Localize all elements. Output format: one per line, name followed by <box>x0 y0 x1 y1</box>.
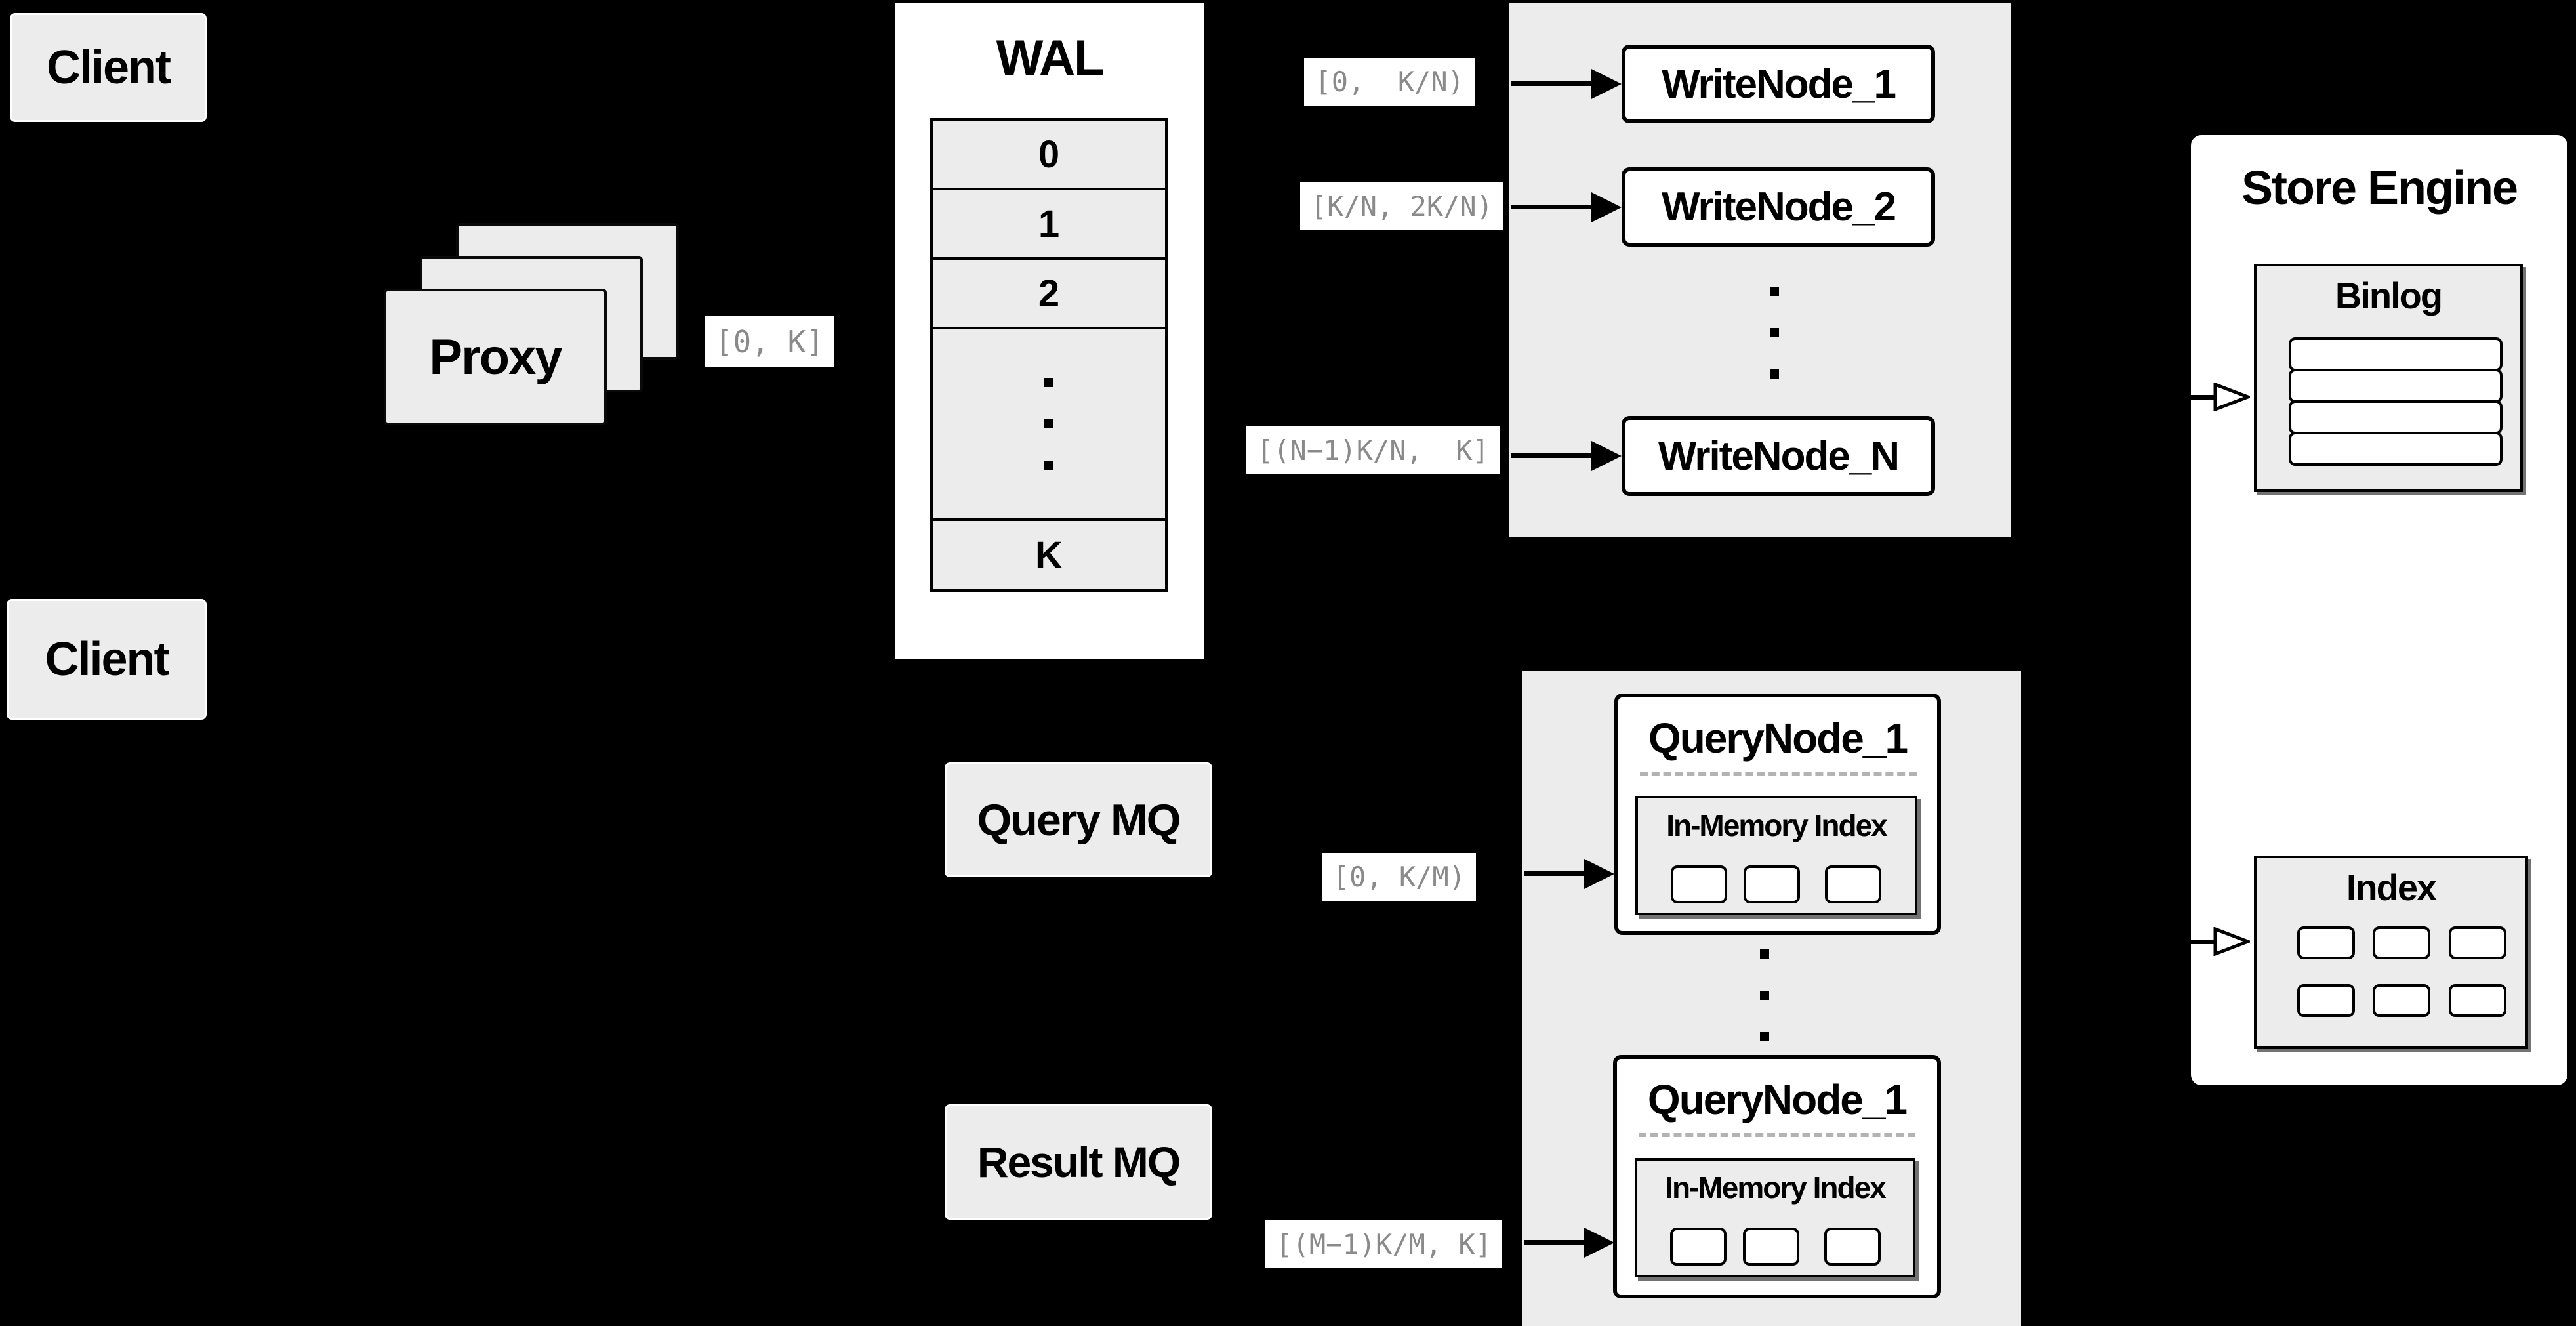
memory-segment-chip <box>1744 865 1800 903</box>
range-label-proxy-to-wal: [0, K] <box>704 316 834 367</box>
arrow-right-icon <box>1591 441 1622 471</box>
binlog-box: Binlog <box>2254 264 2523 492</box>
index-cell <box>2449 926 2506 959</box>
store-engine-title: Store Engine <box>2241 162 2518 215</box>
range-label-querynode-bottom: [(M−1)K/M, K] <box>1265 1220 1502 1268</box>
query-mq-label: Query MQ <box>977 795 1181 845</box>
query-node-top-title: QueryNode_1 <box>1648 715 1908 762</box>
index-cell <box>2373 984 2430 1017</box>
binlog-title: Binlog <box>2335 275 2443 316</box>
proxy-label: Proxy <box>429 329 562 385</box>
index-cell <box>2449 984 2506 1017</box>
arrow-line <box>1524 871 1587 876</box>
wal-segment-0-label: 0 <box>1038 133 1060 176</box>
arrow-right-icon <box>1591 192 1622 222</box>
in-memory-index-box-top: In-Memory Index <box>1635 796 1917 915</box>
range-label-writenode-1: [0, K/N) <box>1304 58 1475 106</box>
index-cell <box>2297 926 2355 959</box>
client-box-bottom: Client <box>7 599 207 720</box>
binlog-row <box>2289 400 2503 434</box>
write-node-2-label: WriteNode_2 <box>1662 184 1896 230</box>
store-engine-panel: Store Engine Binlog Index <box>2187 131 2571 1089</box>
range-label-writenode-n: [(N−1)K/N, K] <box>1246 426 1500 474</box>
result-mq-label: Result MQ <box>977 1138 1181 1186</box>
open-arrow-right-icon <box>2213 383 2250 411</box>
arrow-line <box>1524 1240 1587 1245</box>
in-memory-index-title-bottom: In-Memory Index <box>1665 1171 1887 1205</box>
index-box: Index <box>2254 856 2528 1049</box>
write-node-n-label: WriteNode_N <box>1658 433 1900 479</box>
write-node-2-box: WriteNode_2 <box>1622 167 1935 247</box>
dashed-divider <box>1639 1133 1915 1137</box>
range-label-writenode-2: [K/N, 2K/N) <box>1299 182 1503 230</box>
wal-segment-2-label: 2 <box>1038 272 1060 315</box>
query-mq-box: Query MQ <box>945 762 1212 877</box>
vertical-ellipsis-icon <box>1044 378 1053 470</box>
index-cell <box>2297 984 2355 1017</box>
proxy-box-front: Proxy <box>384 289 607 425</box>
wal-panel: WAL 0 1 2 K <box>895 3 1204 659</box>
index-title: Index <box>2346 867 2437 908</box>
result-mq-box: Result MQ <box>945 1104 1212 1220</box>
in-memory-index-box-bottom: In-Memory Index <box>1635 1158 1915 1277</box>
in-memory-index-title-top: In-Memory Index <box>1666 808 1888 842</box>
write-node-n-box: WriteNode_N <box>1622 416 1935 496</box>
memory-segment-chip <box>1671 865 1727 903</box>
index-cell <box>2373 926 2430 959</box>
wal-segment-row-0: 0 <box>933 121 1165 190</box>
memory-segment-chip <box>1743 1228 1799 1266</box>
client-box-top: Client <box>10 13 207 122</box>
wal-segment-1-label: 1 <box>1038 202 1060 245</box>
binlog-row <box>2289 337 2503 371</box>
memory-segment-chip <box>1824 1228 1881 1266</box>
wal-segment-k-label: K <box>1035 533 1063 577</box>
arrow-right-icon <box>1584 859 1614 889</box>
arrow-right-icon <box>1584 1228 1614 1258</box>
client-bottom-label: Client <box>45 633 169 686</box>
arrow-line <box>2188 940 2217 944</box>
write-node-1-box: WriteNode_1 <box>1622 45 1935 123</box>
binlog-row <box>2289 432 2503 466</box>
arrow-line <box>2188 395 2217 400</box>
binlog-row <box>2289 369 2503 403</box>
arrow-right-icon <box>1591 69 1622 99</box>
vertical-ellipsis-icon <box>1760 949 1769 1041</box>
query-node-bottom-title: QueryNode_1 <box>1647 1076 1908 1123</box>
arrow-line <box>1511 205 1593 209</box>
range-label-querynode-top: [0, K/M) <box>1322 853 1476 901</box>
wal-title: WAL <box>996 30 1105 86</box>
wal-segment-row-1: 1 <box>933 190 1165 260</box>
wal-segment-row-k: K <box>933 521 1165 589</box>
open-arrow-right-icon <box>2213 927 2250 956</box>
wal-segment-row-ellipsis <box>933 329 1165 521</box>
dashed-divider <box>1640 772 1917 776</box>
memory-segment-chip <box>1670 1228 1727 1266</box>
memory-segment-chip <box>1825 865 1881 903</box>
write-node-1-label: WriteNode_1 <box>1662 61 1896 107</box>
vertical-ellipsis-icon <box>1770 287 1779 379</box>
arrow-line <box>1511 81 1593 86</box>
arrow-line <box>1511 453 1593 458</box>
wal-segment-row-2: 2 <box>933 260 1165 329</box>
client-top-label: Client <box>46 41 171 94</box>
wal-segment-table: 0 1 2 K <box>930 118 1168 592</box>
